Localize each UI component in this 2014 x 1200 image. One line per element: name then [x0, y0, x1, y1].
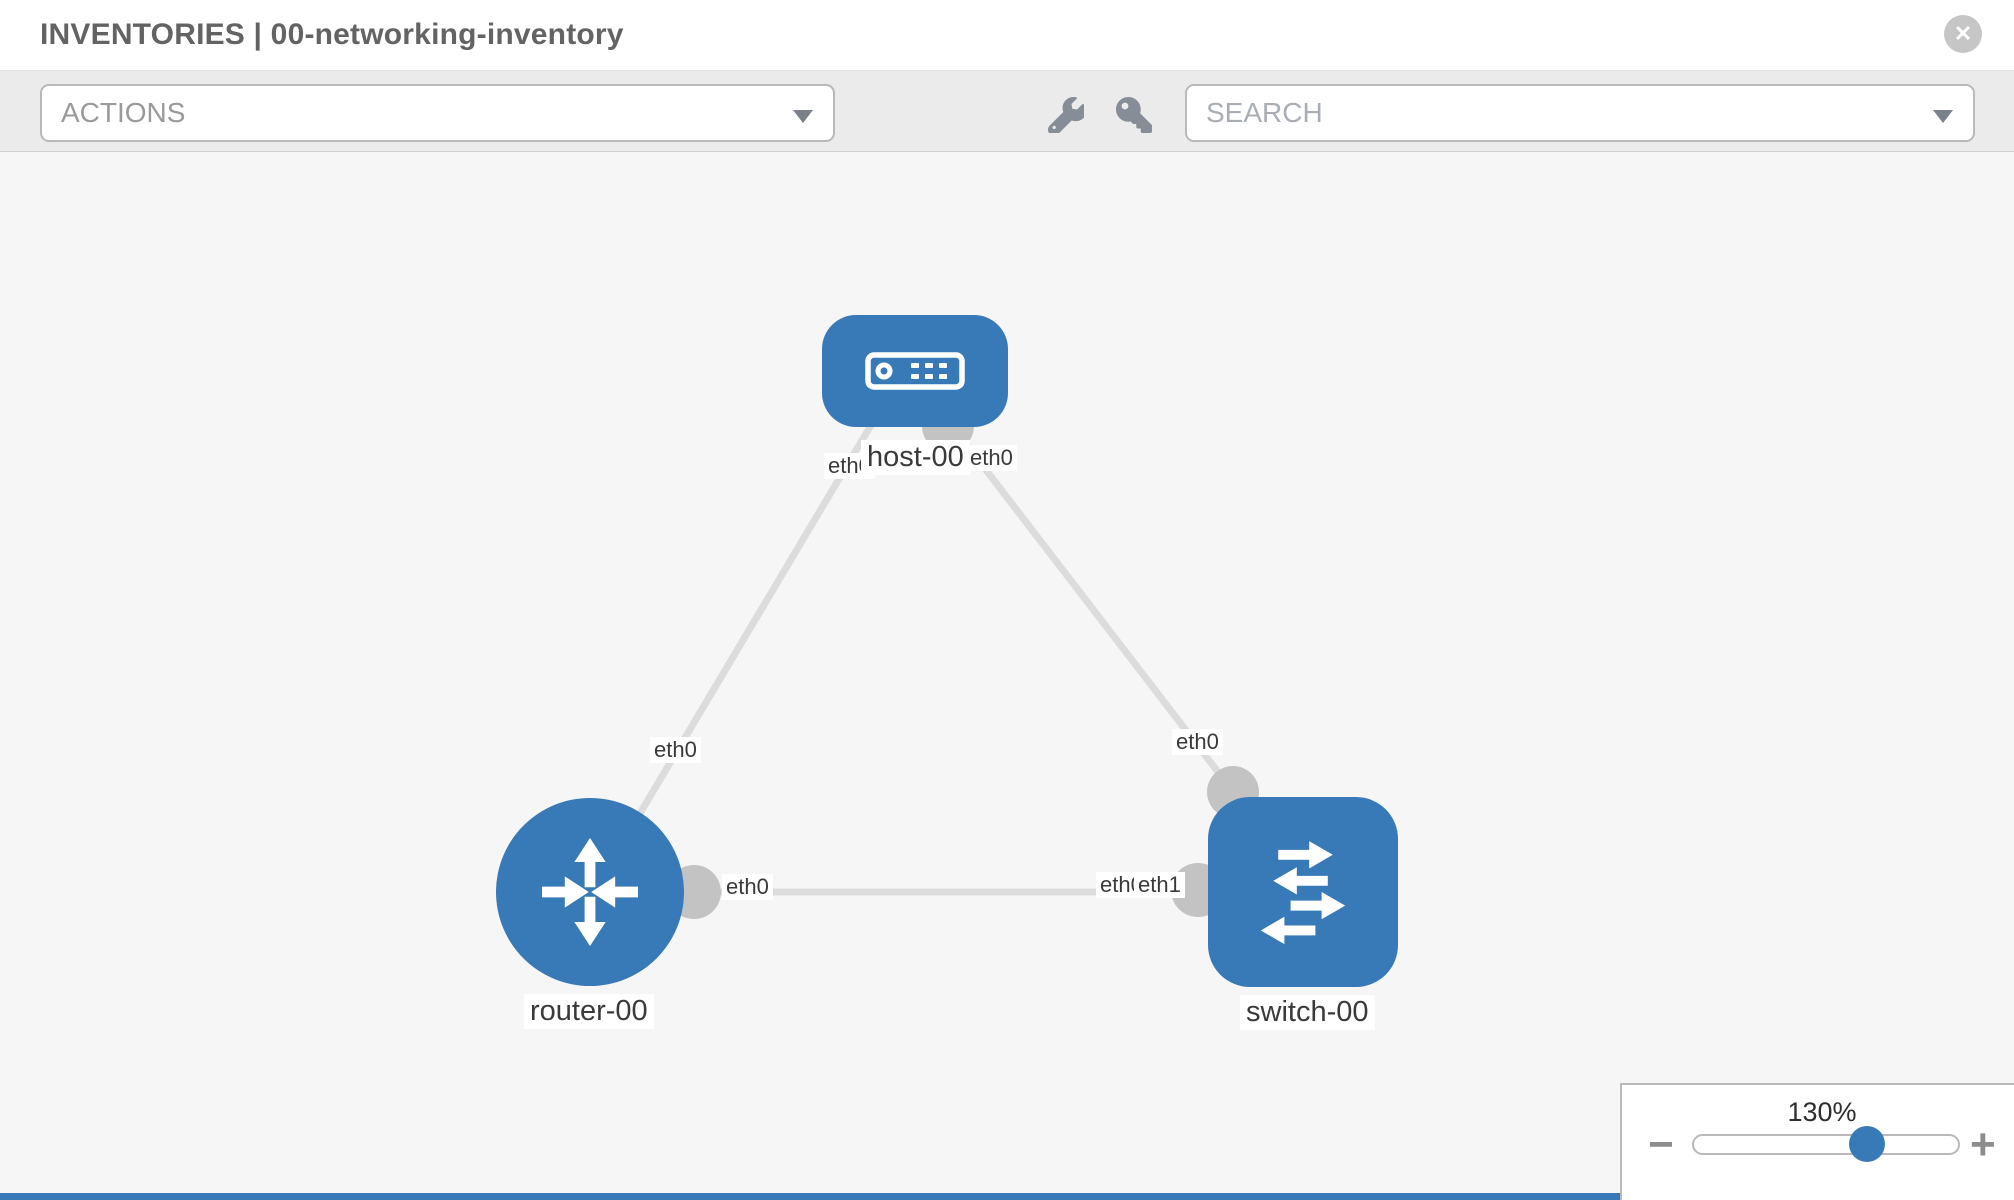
actions-dropdown[interactable]: ACTIONS	[40, 84, 835, 142]
key-icon[interactable]	[1116, 97, 1152, 133]
port-label-switch-to-router: eth1	[1134, 872, 1185, 898]
zoom-panel: 130% − +	[1620, 1083, 2014, 1200]
chevron-down-icon	[793, 110, 813, 123]
switch-icon	[1260, 841, 1346, 945]
port-label-switch-overlapped: eth0	[1096, 872, 1137, 898]
topology-links-layer	[588, 400, 1259, 919]
node-switch[interactable]	[1208, 797, 1398, 987]
port-label-router-to-host: eth0	[650, 737, 701, 763]
topology-canvas[interactable]: host-00 router-00 switch-00 eth0 eth0 et…	[0, 152, 2014, 1200]
port-label-switch-to-host: eth0	[1172, 729, 1223, 755]
close-icon[interactable]: ✕	[1944, 15, 1982, 53]
zoom-slider[interactable]	[1692, 1126, 1960, 1162]
port-label-host-to-switch: eth0	[966, 445, 1017, 471]
port-label-router-to-switch: eth0	[722, 874, 773, 900]
zoom-slider-thumb[interactable]	[1849, 1126, 1885, 1162]
page-title: INVENTORIES | 00-networking-inventory	[40, 18, 624, 51]
toolbar: ACTIONS SEARCH	[0, 70, 2014, 152]
bottom-accent-strip	[0, 1193, 1620, 1200]
actions-dropdown-label: ACTIONS	[61, 97, 186, 128]
search-dropdown[interactable]: SEARCH	[1185, 84, 1975, 142]
zoom-out-button[interactable]: −	[1648, 1120, 1674, 1169]
node-label-switch: switch-00	[1240, 995, 1375, 1030]
zoom-in-button[interactable]: +	[1970, 1120, 1996, 1169]
node-router[interactable]	[496, 798, 684, 986]
router-icon	[542, 838, 638, 946]
node-host[interactable]	[822, 315, 1008, 427]
chevron-down-icon	[1933, 110, 1953, 123]
search-placeholder: SEARCH	[1206, 97, 1323, 128]
window-header: INVENTORIES | 00-networking-inventory ✕	[0, 0, 2014, 70]
node-label-router: router-00	[524, 994, 654, 1029]
server-icon	[865, 352, 965, 390]
wrench-icon[interactable]	[1047, 96, 1087, 136]
node-label-host: host-00	[861, 440, 970, 475]
zoom-level: 130%	[1787, 1097, 1857, 1127]
